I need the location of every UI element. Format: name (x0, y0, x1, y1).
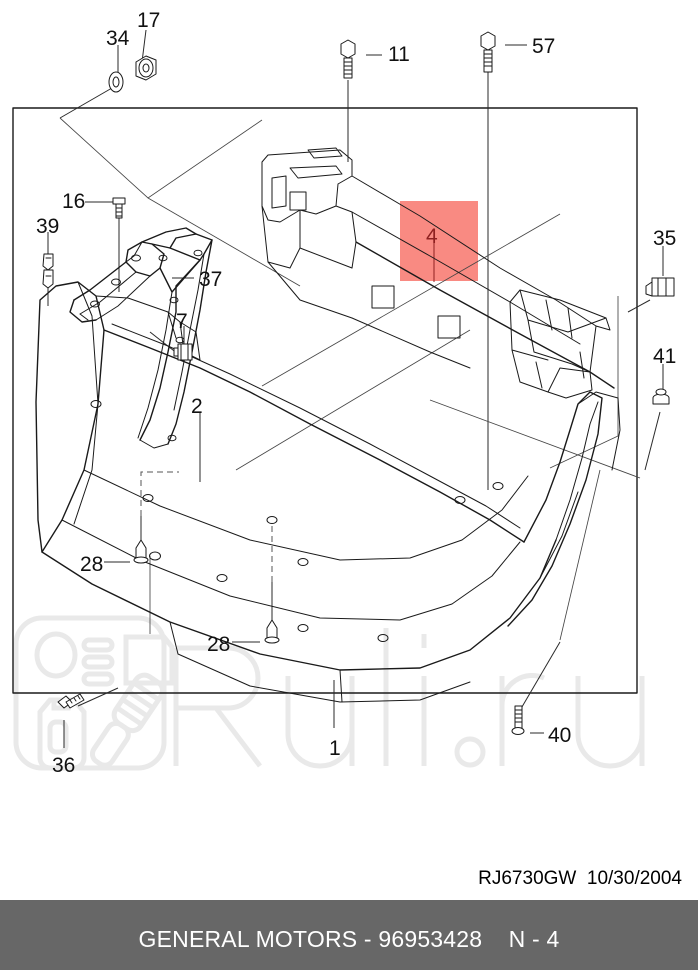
callout-17[interactable]: 17 (137, 9, 161, 32)
callout-28-left[interactable]: 28 (80, 553, 104, 576)
fastener-7-clip (173, 343, 193, 361)
callout-28-center[interactable]: 28 (207, 633, 231, 656)
fastener-36-screw (57, 693, 85, 709)
fastener-11-bolt (340, 39, 356, 79)
callout-11[interactable]: 11 (388, 43, 410, 66)
fastener-39-clip (42, 253, 54, 289)
highlight-box-item-4 (400, 201, 478, 281)
watermark-ruli (13, 615, 645, 771)
fastener-41-nut (652, 388, 670, 405)
callout-39[interactable]: 39 (36, 215, 60, 238)
fastener-40-screw (511, 705, 525, 735)
part-1-2-rear-bumper-cover (35, 281, 621, 703)
fastener-35-clip (645, 277, 675, 297)
callout-41[interactable]: 41 (653, 345, 677, 368)
part-37-upper-bracket (69, 227, 213, 449)
leader-lines (47, 29, 664, 748)
fastener-28b-rivet (264, 619, 280, 644)
callout-37[interactable]: 37 (199, 268, 223, 291)
assembly-guide-lines (140, 471, 273, 582)
callout-4[interactable]: 4 (426, 225, 438, 248)
fastener-57-bolt (480, 31, 496, 73)
part-4-bumper-reinforcement-beam (261, 147, 615, 399)
ruli-logo-icon (13, 615, 175, 771)
fastener-16-screw (112, 197, 126, 219)
callout-36[interactable]: 36 (52, 754, 76, 777)
fastener-17-nut (135, 55, 157, 81)
callout-57[interactable]: 57 (532, 35, 556, 58)
callout-35[interactable]: 35 (653, 227, 677, 250)
callout-16[interactable]: 16 (62, 190, 86, 213)
callout-7[interactable]: 7 (176, 310, 188, 333)
callout-2[interactable]: 2 (191, 395, 203, 418)
fastener-28a-rivet (133, 539, 149, 564)
footer-bar (0, 900, 698, 970)
diagram-frame-border (12, 107, 638, 694)
footer-manufacturer-partnumber: GENERAL MOTORS - 96953428 N - 4 (138, 926, 560, 952)
fastener-34-washer (108, 71, 124, 93)
callout-1[interactable]: 1 (329, 737, 341, 760)
drawing-reference-text: RJ6730GW 10/30/2004 (478, 868, 682, 889)
perspective-guides (59, 117, 641, 641)
callout-34[interactable]: 34 (106, 27, 130, 50)
callout-40[interactable]: 40 (548, 724, 572, 747)
